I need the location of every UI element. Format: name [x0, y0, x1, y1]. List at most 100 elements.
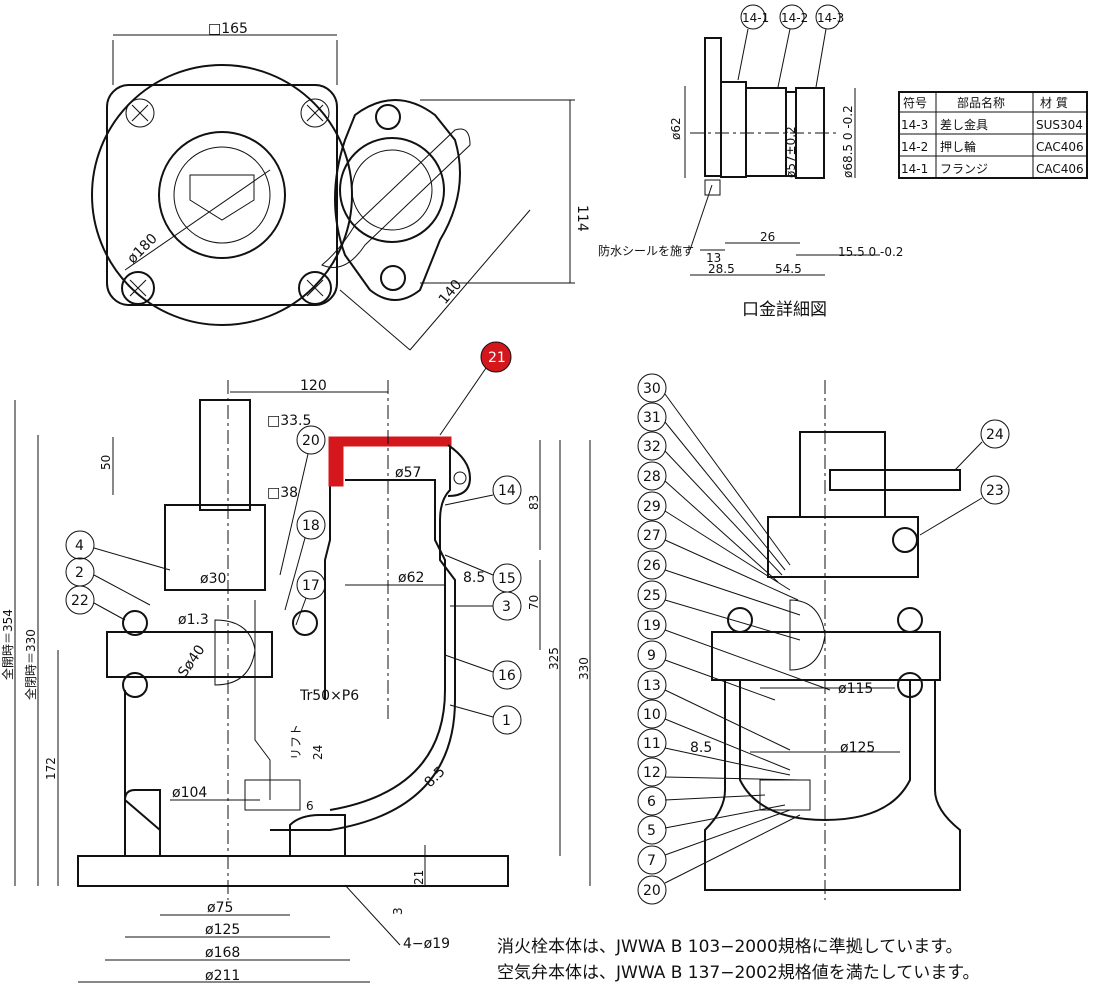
- callout-14: 14: [444, 475, 522, 506]
- svg-text:14: 14: [498, 483, 516, 499]
- table-cell: 差し金具: [940, 117, 988, 132]
- table-cell: 押し輪: [940, 139, 976, 154]
- dim-125: ø125: [205, 922, 240, 938]
- svg-text:32: 32: [643, 439, 661, 455]
- svg-text:14-2: 14-2: [781, 11, 808, 25]
- callout-7: 7: [637, 809, 791, 875]
- svg-text:20: 20: [643, 883, 661, 899]
- svg-text:16: 16: [498, 668, 516, 684]
- callout-25: 25: [637, 580, 801, 641]
- callout-19: 19: [637, 610, 831, 691]
- dim-tr: Tr50×P6: [299, 688, 359, 704]
- dim-s40: Sø40: [175, 642, 208, 680]
- svg-text:24: 24: [986, 427, 1004, 443]
- detail-dim-68: ø68.5 0 -0.2: [841, 105, 855, 178]
- dim-sq335: □33.5: [267, 413, 311, 429]
- dim-total-open: 全開時＝354: [0, 609, 15, 680]
- dim-83: 83: [527, 495, 541, 510]
- dim-104: ø104: [172, 785, 207, 801]
- highlight-cap: [328, 436, 452, 487]
- callout-3: 3: [450, 591, 522, 621]
- callout-4: 4: [65, 530, 171, 571]
- callout-17: 17: [295, 570, 326, 626]
- svg-text:9: 9: [647, 648, 656, 664]
- callout-29: 29: [637, 491, 791, 591]
- detail-dim-57: ø57±0.2: [784, 126, 798, 178]
- svg-text:10: 10: [643, 707, 661, 723]
- svg-text:26: 26: [643, 558, 661, 574]
- callout-10: 10: [637, 699, 791, 771]
- svg-text:4: 4: [75, 538, 84, 554]
- callout-18: 18: [284, 510, 326, 611]
- section-dim-85: 8.5: [690, 740, 712, 756]
- svg-text:2: 2: [75, 565, 84, 581]
- svg-text:14-3: 14-3: [817, 11, 844, 25]
- table-cell: SUS304: [1036, 118, 1083, 132]
- dim-3: 3: [391, 907, 405, 915]
- svg-text:22: 22: [71, 593, 89, 609]
- front-view: 21 120 □33.5 50 □38 ø30 ø1.3 Sø40 ø57 83…: [0, 341, 591, 984]
- callout-23: 23: [919, 475, 1010, 536]
- callout-32: 32: [637, 431, 783, 576]
- svg-text:27: 27: [643, 528, 661, 544]
- svg-text:28: 28: [643, 469, 661, 485]
- dim-sq38: □38: [267, 485, 298, 501]
- callout-26: 26: [637, 550, 801, 616]
- callout-11: 11: [637, 728, 791, 776]
- callout-20: 20: [279, 425, 326, 576]
- detail-dim-54: 54.5: [775, 262, 802, 276]
- svg-text:31: 31: [643, 410, 661, 426]
- callout-21-label: 21: [488, 350, 506, 366]
- dim-211: ø211: [205, 968, 240, 984]
- svg-text:25: 25: [643, 588, 661, 604]
- svg-text:14-1: 14-1: [742, 11, 769, 25]
- callout-1: 1: [449, 704, 522, 735]
- svg-text:1: 1: [502, 713, 511, 729]
- svg-text:13: 13: [643, 678, 661, 694]
- table-cell: フランジ: [940, 162, 988, 176]
- note-line: 空気弁本体は、JWWA B 137−2002規格値を満たしています。: [497, 963, 980, 983]
- svg-text:20: 20: [302, 433, 320, 449]
- table-header-symbol: 符号: [903, 95, 927, 110]
- dim-325: 325: [547, 647, 561, 670]
- dim-13: ø1.3: [178, 612, 209, 628]
- detail-dim-26: 26: [760, 230, 775, 244]
- dim-75: ø75: [207, 900, 233, 916]
- table-header-material: 材 質: [1040, 95, 1068, 110]
- svg-text:7: 7: [647, 853, 656, 869]
- svg-text:30: 30: [643, 381, 661, 397]
- svg-text:3: 3: [502, 599, 511, 615]
- table-cell: 14-3: [901, 118, 928, 132]
- callout-16: 16: [444, 654, 522, 690]
- dim-21: 21: [412, 870, 426, 885]
- callout-31: 31: [637, 402, 786, 571]
- callout-6: 6: [637, 786, 766, 816]
- svg-text:6: 6: [647, 794, 656, 810]
- callout-20b: 20: [637, 814, 801, 905]
- svg-text:29: 29: [643, 499, 661, 515]
- callout-9: 9: [637, 640, 776, 701]
- top-view: □165 ø180 114 140: [91, 21, 590, 351]
- dim-lift: リフト: [289, 724, 303, 760]
- callout-12: 12: [637, 757, 801, 787]
- detail-seal-note: 防水シールを施す: [598, 243, 694, 258]
- parts-table: 符号 部品名称 材 質 14-3 差し金具 SUS304 14-2 押し輪 CA…: [898, 91, 1088, 179]
- callout-13: 13: [637, 670, 791, 751]
- callout-27: 27: [637, 520, 799, 601]
- dim-square-165: □165: [208, 21, 248, 37]
- svg-text:11: 11: [643, 736, 661, 752]
- callout-21-bubble: [480, 341, 512, 373]
- svg-text:5: 5: [647, 823, 656, 839]
- svg-text:23: 23: [986, 483, 1004, 499]
- detail-dim-15: 15.5 0 -0.2: [838, 245, 903, 259]
- dim-holes: 4−ø19: [403, 936, 450, 952]
- callout-30: 30: [637, 373, 791, 566]
- note-line: 消火栓本体は、JWWA B 103−2000規格に準拠しています。: [497, 937, 963, 957]
- svg-text:15: 15: [498, 571, 516, 587]
- dim-70: 70: [527, 595, 541, 610]
- dim-330: 330: [577, 657, 591, 680]
- detail-dim-62: ø62: [669, 117, 683, 140]
- dim-85: 8.5: [463, 570, 485, 586]
- dim-total-close: 全閉時＝330: [23, 629, 38, 700]
